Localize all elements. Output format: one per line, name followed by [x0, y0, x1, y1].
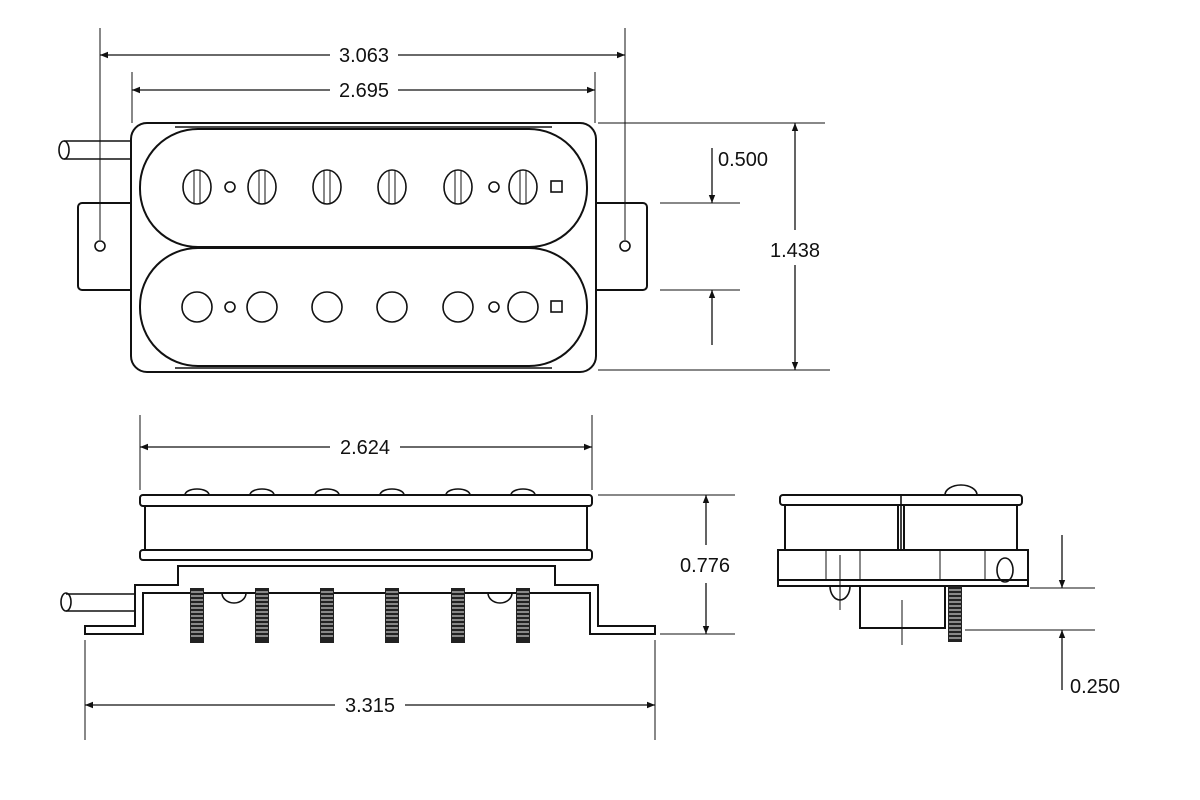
- right-mounting-hole: [619, 240, 631, 252]
- pole-screw-icon: [508, 169, 538, 205]
- screw-head: [249, 488, 275, 496]
- dim-label-height: 0.776: [680, 555, 730, 577]
- pole-screw-icon: [312, 169, 342, 205]
- slug-poles: [181, 291, 539, 323]
- dimension-3063: 3.063: [99, 28, 626, 240]
- dimension-0776: 0.776: [598, 494, 735, 635]
- threaded-screw: [516, 588, 530, 643]
- dimension-3315: 3.315: [84, 640, 656, 740]
- screw-head: [184, 488, 210, 496]
- dim-label-bobbin-length: 2.624: [340, 437, 390, 459]
- dimension-1438: 1.438: [598, 122, 830, 371]
- threaded-screw: [451, 588, 465, 643]
- slug-pole: [376, 291, 408, 323]
- end-view: [777, 484, 1029, 645]
- dim-label-overall-length: 3.063: [339, 45, 389, 67]
- dimension-2695: 2.695: [131, 72, 596, 123]
- dim-label-cover-length: 2.695: [339, 80, 389, 102]
- dimension-0500: 0.500: [660, 148, 768, 345]
- threaded-screw: [320, 588, 334, 643]
- slug-pole: [442, 291, 474, 323]
- polarity-mark: [550, 300, 563, 313]
- screw-head: [314, 488, 340, 496]
- pole-screw-icon: [377, 169, 407, 205]
- rivet: [224, 301, 236, 313]
- screw-head: [510, 488, 536, 496]
- threaded-screw: [385, 588, 399, 643]
- side-mounting-screws: [190, 588, 530, 643]
- rivet: [224, 181, 236, 193]
- slug-pole: [246, 291, 278, 323]
- left-mounting-hole: [94, 240, 106, 252]
- dim-label-screw-protrusion: 0.250: [1070, 676, 1120, 698]
- lead-cable: [58, 140, 132, 160]
- slug-pole: [507, 291, 539, 323]
- screw-head: [445, 488, 471, 496]
- bottom-bobbin: [139, 247, 588, 367]
- threaded-screw: [190, 588, 204, 643]
- left-mounting-ear: [77, 202, 139, 291]
- threaded-screw: [255, 588, 269, 643]
- pole-screw-icon: [443, 169, 473, 205]
- dim-label-cover-width: 1.438: [770, 240, 820, 262]
- polarity-mark: [550, 180, 563, 193]
- right-mounting-ear: [589, 202, 648, 291]
- adjustable-pole-screws: [182, 169, 563, 313]
- side-lead-cable: [60, 592, 135, 612]
- dim-label-pole-offset: 0.500: [718, 149, 768, 171]
- pole-screw-icon: [247, 169, 277, 205]
- side-view: [60, 488, 656, 643]
- pole-screw-icon: [182, 169, 212, 205]
- side-bobbin-body: [144, 505, 588, 551]
- dimension-0250: 0.250: [965, 535, 1120, 698]
- top-view: [58, 122, 648, 373]
- dim-label-baseplate-length: 3.315: [345, 695, 395, 717]
- slug-pole: [181, 291, 213, 323]
- rivet: [488, 181, 500, 193]
- rivet: [488, 301, 500, 313]
- slug-pole: [311, 291, 343, 323]
- screw-head: [379, 488, 405, 496]
- dimension-2624: 2.624: [139, 415, 593, 490]
